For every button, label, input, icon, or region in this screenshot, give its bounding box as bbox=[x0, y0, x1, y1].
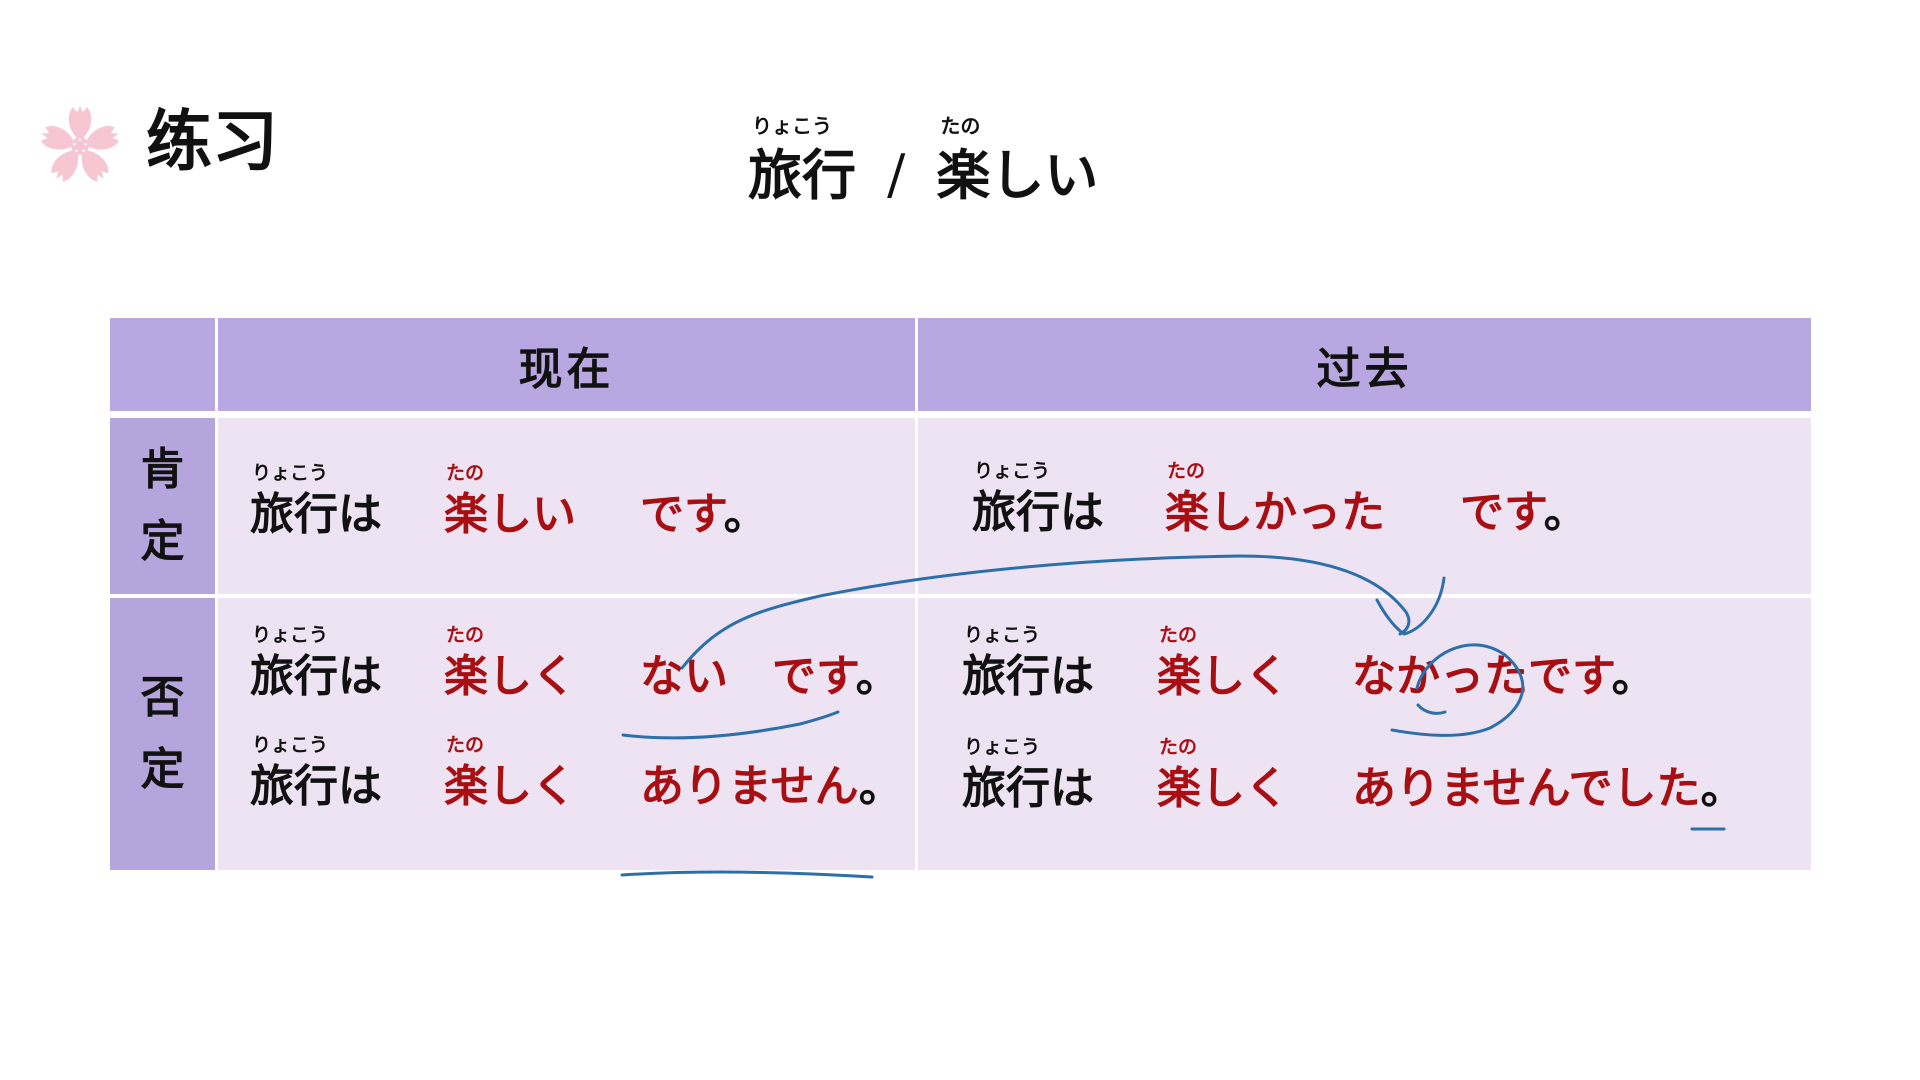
row-label-char: 肯 bbox=[140, 444, 185, 495]
ending-text: です bbox=[1460, 487, 1544, 538]
period: 。 bbox=[855, 651, 900, 702]
furigana: りょこう bbox=[752, 114, 832, 138]
sentence-subject: りょこう 旅行は bbox=[250, 734, 382, 1080]
furigana: りょこう bbox=[964, 624, 1041, 646]
period: 。 bbox=[858, 761, 903, 812]
adjective-text: 楽しく bbox=[444, 651, 576, 702]
furigana: りょこう bbox=[964, 736, 1041, 758]
kanji: 楽 bbox=[936, 143, 991, 207]
header-past: 过去 bbox=[918, 318, 1811, 411]
furigana: たの bbox=[1159, 736, 1198, 758]
sakura-flower-icon bbox=[36, 102, 124, 190]
period: 。 bbox=[723, 489, 768, 540]
sentence-subject: りょこう 旅行は bbox=[972, 460, 1104, 1080]
ending-text: ありませんでした bbox=[1352, 763, 1701, 814]
period: 。 bbox=[1700, 763, 1745, 814]
subject-text: 旅行は bbox=[250, 761, 382, 812]
subject-text: 旅行は bbox=[962, 651, 1094, 702]
slide-title: 练习 bbox=[146, 103, 278, 180]
row-label-affirmative: 肯 定 bbox=[110, 418, 215, 594]
separator: / bbox=[887, 143, 906, 206]
sentence-adjective: たの 楽しく bbox=[1157, 736, 1289, 1080]
sentence-ending: ありませんでした。 bbox=[1352, 762, 1744, 1080]
sentence-subject: りょこう 旅行は bbox=[962, 736, 1094, 1080]
header-corner bbox=[110, 318, 215, 411]
vocab-heading: りょこう 旅行 / たの 楽しい bbox=[748, 114, 1099, 240]
header-present: 现在 bbox=[218, 318, 915, 411]
ending-text: ありません bbox=[640, 761, 859, 812]
sentence-ending: です。 bbox=[1460, 486, 1588, 1080]
ending-text: なかったです bbox=[1352, 651, 1612, 702]
furigana: たの bbox=[1159, 624, 1198, 646]
sentence-ending: ありません。 bbox=[640, 760, 903, 1080]
furigana: たの bbox=[940, 114, 981, 138]
furigana: りょこう bbox=[974, 460, 1051, 482]
row-label-char: 否 bbox=[140, 672, 185, 723]
sentence-adjective: たの 楽しかった bbox=[1165, 460, 1385, 1080]
column-label-past: 过去 bbox=[1316, 343, 1413, 395]
row-label-negative: 否 定 bbox=[110, 598, 215, 870]
sentence-adjective: たの 楽しい bbox=[444, 462, 576, 1080]
sentence-subject: りょこう 旅行は bbox=[250, 462, 382, 1080]
furigana: たの bbox=[446, 462, 485, 484]
furigana: たの bbox=[446, 624, 485, 646]
adjective-text: 楽しかった bbox=[1165, 487, 1385, 538]
period: 。 bbox=[1611, 651, 1656, 702]
subject-text: 旅行は bbox=[250, 651, 382, 702]
adjective-text: 楽しい bbox=[444, 489, 576, 540]
furigana: たの bbox=[1167, 460, 1206, 482]
negation-text: ない bbox=[640, 651, 728, 702]
okurigana: しい bbox=[990, 143, 1099, 207]
subject-text: 旅行は bbox=[962, 763, 1094, 814]
adjective-text: 楽しく bbox=[444, 761, 576, 812]
row-label-char: 定 bbox=[140, 744, 185, 795]
ending-text: です bbox=[772, 651, 856, 702]
furigana: りょこう bbox=[252, 462, 329, 484]
period: 。 bbox=[1543, 487, 1588, 538]
adjective-text: 楽しく bbox=[1157, 651, 1289, 702]
furigana: りょこう bbox=[252, 734, 329, 756]
column-label-present: 现在 bbox=[518, 343, 615, 395]
sentence-adjective: たの 楽しく bbox=[444, 734, 576, 1080]
vocab-word-ryokou: りょこう 旅行 bbox=[748, 114, 856, 210]
vocab-word-tanoshii: たの 楽しい bbox=[936, 114, 1099, 210]
furigana: たの bbox=[446, 734, 485, 756]
sentence-ending: です。 bbox=[640, 488, 768, 1080]
ending-text: です bbox=[640, 489, 724, 540]
furigana: りょこう bbox=[252, 624, 329, 646]
subject-text: 旅行は bbox=[250, 489, 382, 540]
subject-text: 旅行は bbox=[972, 487, 1104, 538]
sentence-subject: りょこう 旅行は bbox=[250, 624, 382, 1080]
adjective-text: 楽しく bbox=[1157, 763, 1289, 814]
row-label-char: 定 bbox=[140, 516, 185, 567]
sentence-adjective: たの 楽しく bbox=[444, 624, 576, 1080]
kanji: 旅行 bbox=[748, 143, 856, 207]
